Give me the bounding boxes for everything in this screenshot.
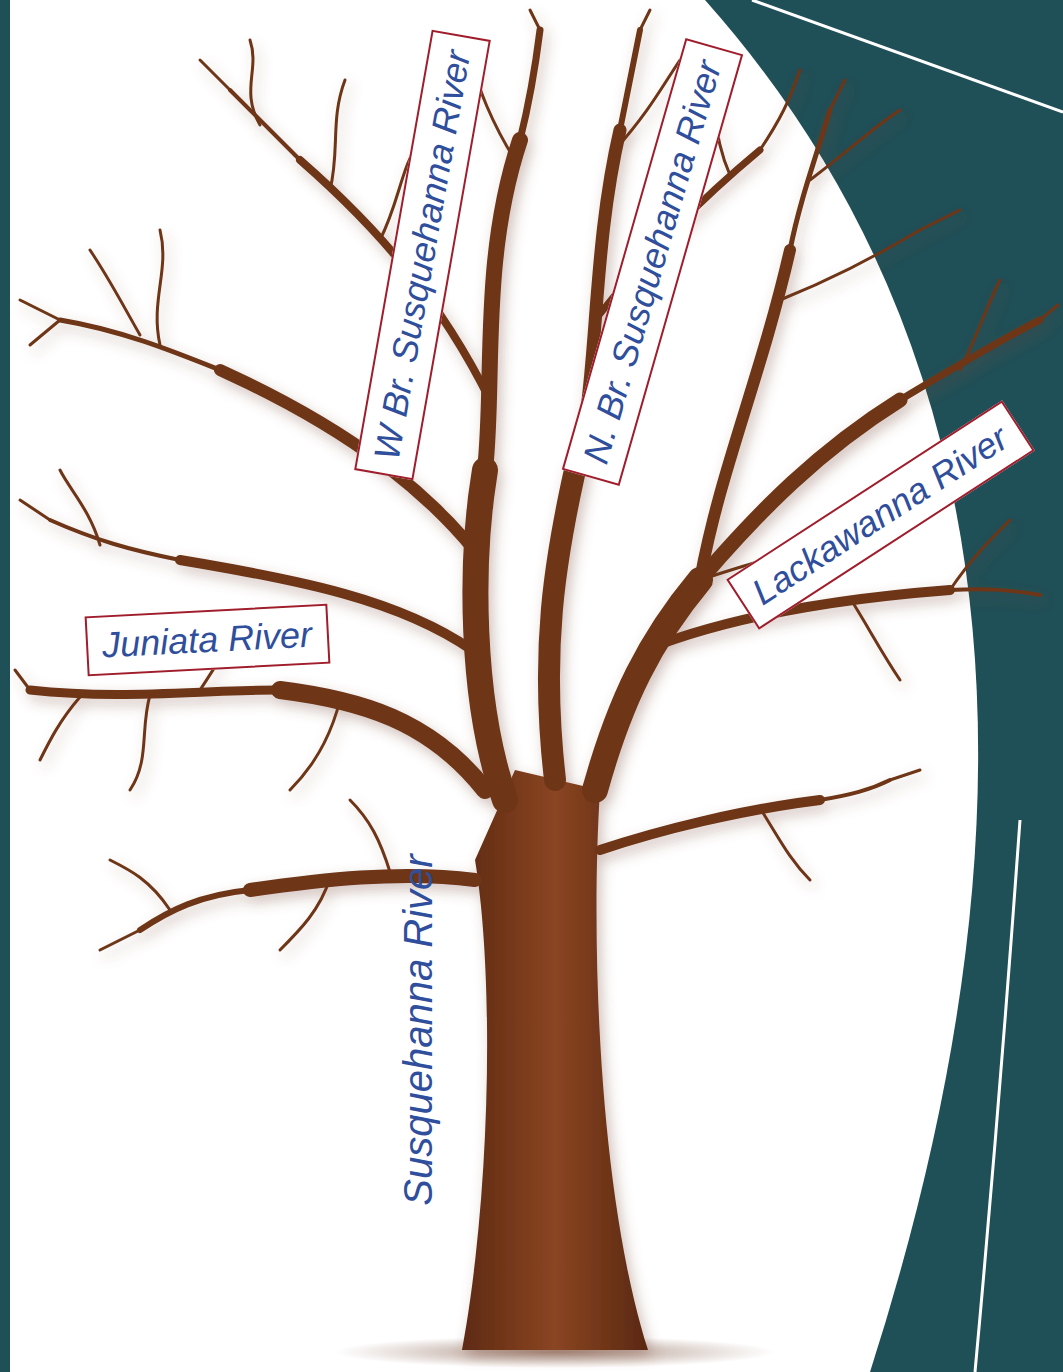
trunk-river-name: Susquehanna River	[394, 854, 442, 1205]
river-label-box: Juniata River	[84, 604, 330, 677]
river-name: Juniata River	[100, 613, 312, 667]
